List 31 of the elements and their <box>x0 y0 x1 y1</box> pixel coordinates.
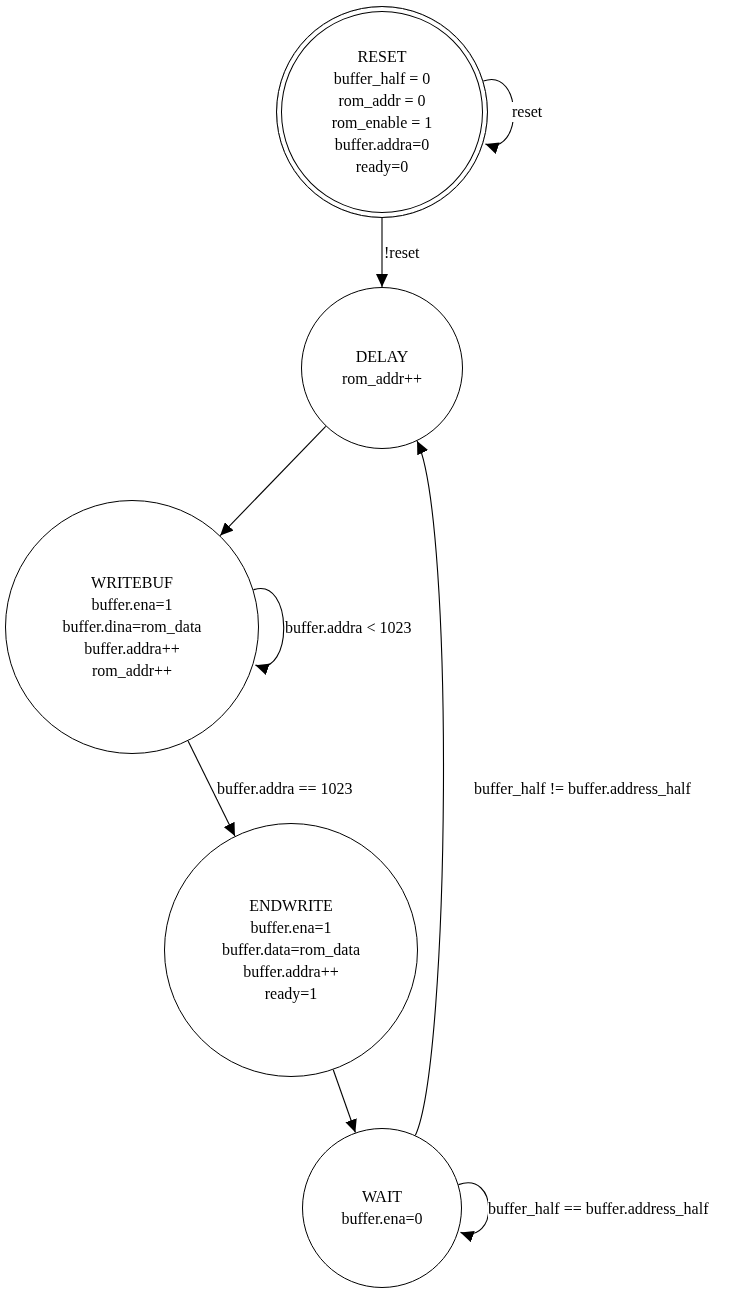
state-name: ENDWRITE <box>249 896 333 916</box>
state-action: buffer.addra=0 <box>334 135 430 155</box>
state-name: RESET <box>357 47 407 67</box>
transition-arrow <box>414 440 444 1136</box>
state-action: buffer.data=rom_data <box>222 940 360 960</box>
state-name: WAIT <box>362 1187 402 1207</box>
state-action: buffer.addra++ <box>243 962 339 982</box>
state-action: rom_enable = 1 <box>331 113 433 133</box>
transition-arrow <box>457 1182 490 1241</box>
transition-arrow <box>219 425 327 537</box>
state-action: buffer.addra++ <box>84 639 180 659</box>
state-action: rom_addr++ <box>91 661 173 681</box>
transition-arrow <box>187 740 236 837</box>
state-name: DELAY <box>355 347 409 367</box>
state-name: WRITEBUF <box>91 573 173 593</box>
state-action: buffer_half = 0 <box>333 69 431 89</box>
edge-label: buffer.addra == 1023 <box>217 779 353 799</box>
state-action: buffer.ena=1 <box>250 918 332 938</box>
state-action: buffer.ena=1 <box>91 595 173 615</box>
state-action: buffer.dina=rom_data <box>62 617 202 637</box>
edge-label: reset <box>512 102 543 122</box>
state-action: rom_addr++ <box>341 369 423 389</box>
edge-label: buffer_half != buffer.address_half <box>474 779 691 799</box>
state-action: ready=0 <box>355 157 409 178</box>
state-action: ready=1 <box>264 984 318 1005</box>
transition-arrow <box>252 588 285 673</box>
state-action: rom_addr = 0 <box>338 91 426 111</box>
edge-label: buffer_half == buffer.address_half <box>488 1199 709 1219</box>
state-action: buffer.ena=0 <box>341 1209 423 1229</box>
transition-arrow <box>376 217 388 288</box>
transition-arrow <box>332 1069 357 1134</box>
